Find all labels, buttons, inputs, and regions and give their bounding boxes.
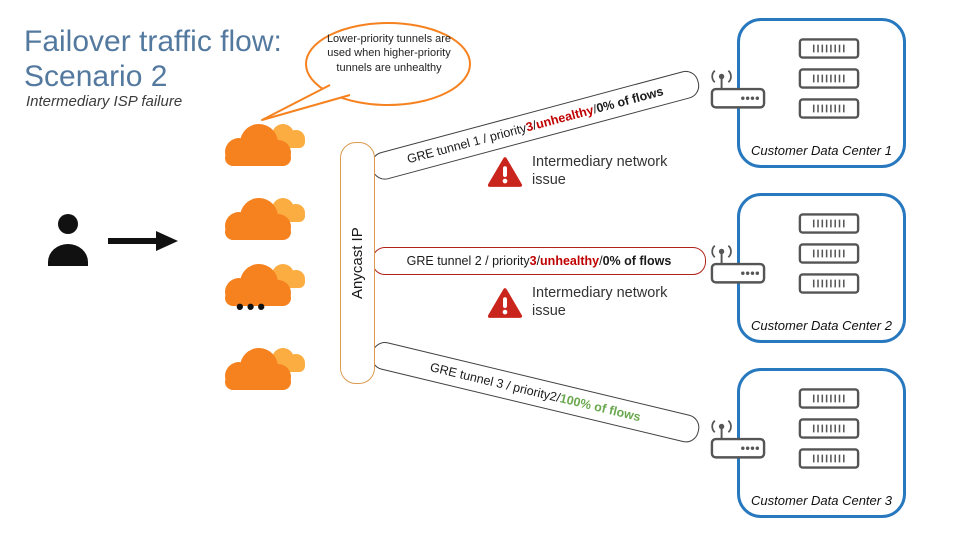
warning-triangle-icon [487,287,523,320]
server-icon [797,68,861,89]
warning-text-1: Intermediary network issue [532,154,668,189]
customer-data-center-1: Customer Data Center 1 [737,18,906,168]
user-icon [42,212,94,268]
router-icon [710,419,766,461]
warning-triangle-icon [487,156,523,189]
page-title-line1: Failover traffic flow: [24,25,282,58]
server-icon [797,243,861,264]
server-icon [797,418,861,439]
tunnel-3-flows: 100% of flows [558,391,643,425]
gre-tunnel-3: GRE tunnel 3 / priority 2 / 100% of flow… [368,339,702,446]
arrow-right-icon [106,230,180,252]
cloudflare-cloud-icon [212,186,312,250]
tunnel-2-separator: / [536,254,541,268]
page-title: Failover traffic flow: Scenario 2 [24,24,282,94]
tunnel-2-separator-2: / [599,254,603,268]
router-icon [710,244,766,286]
cloudflare-cloud-icon [212,336,312,400]
tunnel-1-status: unhealthy [534,102,596,132]
tunnel-2-label: GRE tunnel 2 / priority [406,254,530,268]
page-subtitle: Intermediary ISP failure [26,93,183,110]
customer-data-center-2: Customer Data Center 2 [737,193,906,343]
tunnel-2-flows: 0% of flows [602,254,672,268]
anycast-ip-label: Anycast IP [349,227,366,299]
router-icon [710,69,766,111]
server-icon [797,448,861,469]
page-title-line2: Scenario 2 [24,60,168,94]
server-icon [797,273,861,294]
data-center-2-label: Customer Data Center 2 [751,318,892,333]
speech-bubble-shape [261,22,471,121]
customer-data-center-3: Customer Data Center 3 [737,368,906,518]
more-clouds-ellipsis: ••• [236,294,269,319]
tunnel-2-status: unhealthy [540,254,600,268]
data-center-1-label: Customer Data Center 1 [751,143,892,158]
cloudflare-cloud-icon [212,112,312,176]
server-icon [797,98,861,119]
anycast-ip-box: Anycast IP [340,142,375,384]
server-icon [797,38,861,59]
tunnel-2-priority: 3 [529,254,537,268]
server-icon [797,213,861,234]
gre-tunnel-2: GRE tunnel 2 / priority 3 / unhealthy / … [372,247,706,275]
server-icon [797,388,861,409]
data-center-3-label: Customer Data Center 3 [751,493,892,508]
tunnel-3-label: GRE tunnel 3 / priority [428,360,552,403]
tunnel-1-flows: 0% of flows [594,84,665,116]
speech-bubble-text: Lower-priority tunnels are used when hig… [326,33,452,74]
warning-text-2: Intermediary network issue [532,285,668,320]
